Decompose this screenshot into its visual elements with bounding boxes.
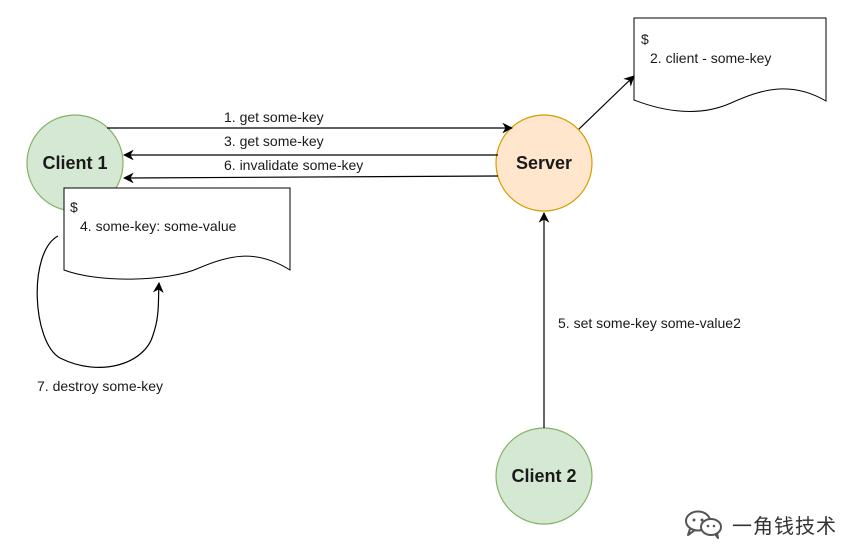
server-label: Server bbox=[516, 153, 572, 173]
client2-node[interactable]: Client 2 bbox=[495, 427, 593, 525]
edge-destroy-label: 7. destroy some-key bbox=[37, 378, 163, 394]
client-cache-prompt: $ bbox=[70, 199, 78, 215]
server-store-entry: 2. client - some-key bbox=[650, 50, 771, 66]
edge-destroy-arrow bbox=[36, 235, 164, 368]
edge-invalidate-arrow bbox=[122, 172, 499, 184]
server-to-store-arrow bbox=[577, 75, 635, 131]
edge-get-request-label: 1. get some-key bbox=[224, 109, 324, 125]
client2-label: Client 2 bbox=[511, 466, 576, 486]
edge-get-response-label: 3. get some-key bbox=[224, 133, 324, 149]
edge-set-label: 5. set some-key some-value2 bbox=[558, 315, 741, 331]
watermark: 一角钱技术 bbox=[682, 508, 852, 540]
client-cache-doc: $ 4. some-key: some-value bbox=[63, 187, 291, 280]
watermark-text: 一角钱技术 bbox=[732, 514, 837, 538]
client1-label: Client 1 bbox=[42, 153, 107, 173]
server-store-doc: $ 2. client - some-key bbox=[633, 17, 827, 112]
server-node[interactable]: Server bbox=[495, 114, 593, 212]
server-store-prompt: $ bbox=[641, 31, 649, 47]
client-cache-entry: 4. some-key: some-value bbox=[80, 218, 237, 234]
client1-node[interactable]: Client 1 bbox=[26, 114, 124, 212]
edge-invalidate-label: 6. invalidate some-key bbox=[224, 157, 363, 173]
wechat-icon bbox=[685, 510, 722, 539]
